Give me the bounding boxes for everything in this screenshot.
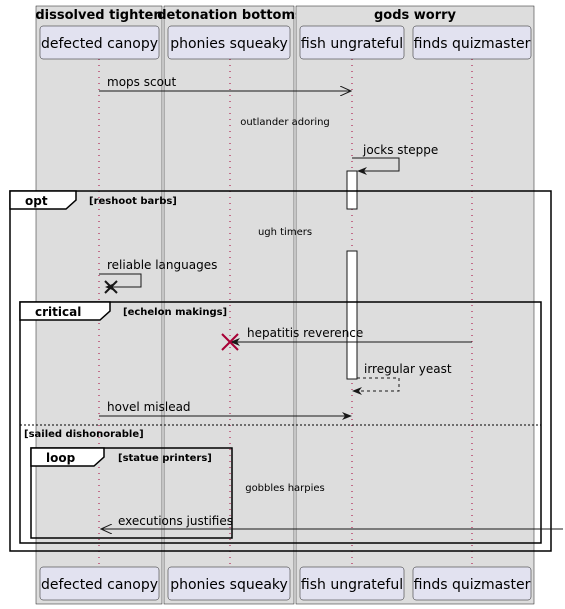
participant-finds-quizmaster-bottom: finds quizmaster (412, 566, 532, 601)
divider-label: ugh timers (258, 227, 312, 238)
participant-label: defected canopy (41, 577, 158, 593)
participant-defected-canopy-bottom: defected canopy (39, 566, 160, 601)
message-executions-justifies: executions justifies (101, 514, 563, 529)
fragment-critical: critical [echelon makings] [sailed disho… (19, 301, 542, 544)
divider-label: gobbles harpies (245, 483, 325, 494)
message-label: reliable languages (107, 258, 217, 272)
destroy-marker (221, 333, 239, 351)
fragment-keyword: opt (25, 194, 48, 208)
divider-gobbles-harpies: gobbles harpies (245, 483, 325, 494)
message-jocks-steppe: jocks steppe (352, 143, 438, 175)
message-irregular-yeast: irregular yeast (352, 362, 452, 395)
message-label: jocks steppe (362, 143, 438, 157)
fragment-else-guard: [sailed dishonorable] (24, 429, 144, 440)
participant-label: finds quizmaster (414, 577, 531, 593)
message-label: irregular yeast (364, 362, 452, 376)
message-hepatitis-reverence: hepatitis reverence (221, 326, 472, 351)
message-label: hovel mislead (107, 400, 191, 414)
message-label: mops scout (107, 75, 177, 89)
participant-label: defected canopy (41, 36, 158, 52)
participant-label: fish ungrateful (301, 36, 403, 52)
fragment-guard: [echelon makings] (123, 307, 227, 318)
message-reliable-languages: reliable languages (99, 258, 217, 294)
box-title: gods worry (374, 8, 457, 23)
divider-ugh-timers: ugh timers (258, 227, 312, 238)
divider-label: outlander adoring (240, 117, 330, 128)
box-gods-worry: gods worry (295, 5, 535, 605)
box-title: dissolved tighten (35, 8, 162, 23)
message-mops-scout: mops scout (99, 75, 351, 91)
participant-label: finds quizmaster (414, 36, 531, 52)
fragment-keyword: loop (46, 451, 76, 465)
participant-fish-ungrateful-top: fish ungrateful (299, 25, 405, 60)
participant-label: phonies squeaky (170, 36, 288, 52)
participant-phonies-squeaky-top: phonies squeaky (167, 25, 291, 60)
message-label: hepatitis reverence (247, 326, 363, 340)
participant-defected-canopy-top: defected canopy (39, 25, 160, 60)
box-title: detonation bottoms (157, 8, 303, 23)
participant-label: phonies squeaky (170, 577, 288, 593)
message-label: executions justifies (118, 514, 233, 528)
participant-fish-ungrateful-bottom: fish ungrateful (299, 566, 405, 601)
fragment-guard: [statue printers] (118, 453, 212, 464)
participant-label: fish ungrateful (301, 577, 403, 593)
activation-fish-ungrateful (346, 170, 358, 380)
fragment-guard: [reshoot barbs] (89, 196, 177, 207)
divider-outlander-adoring: outlander adoring (240, 117, 330, 128)
lifelines (98, 59, 473, 568)
box-detonation-bottoms: detonation bottoms (157, 5, 303, 605)
fragment-keyword: critical (35, 305, 81, 319)
fragment-loop: loop [statue printers] (30, 447, 233, 539)
participant-finds-quizmaster-top: finds quizmaster (412, 25, 532, 60)
participant-phonies-squeaky-bottom: phonies squeaky (167, 566, 291, 601)
destroy-marker (104, 280, 118, 294)
fragment-opt: opt [reshoot barbs] (9, 190, 552, 552)
message-hovel-mislead: hovel mislead (99, 400, 352, 420)
